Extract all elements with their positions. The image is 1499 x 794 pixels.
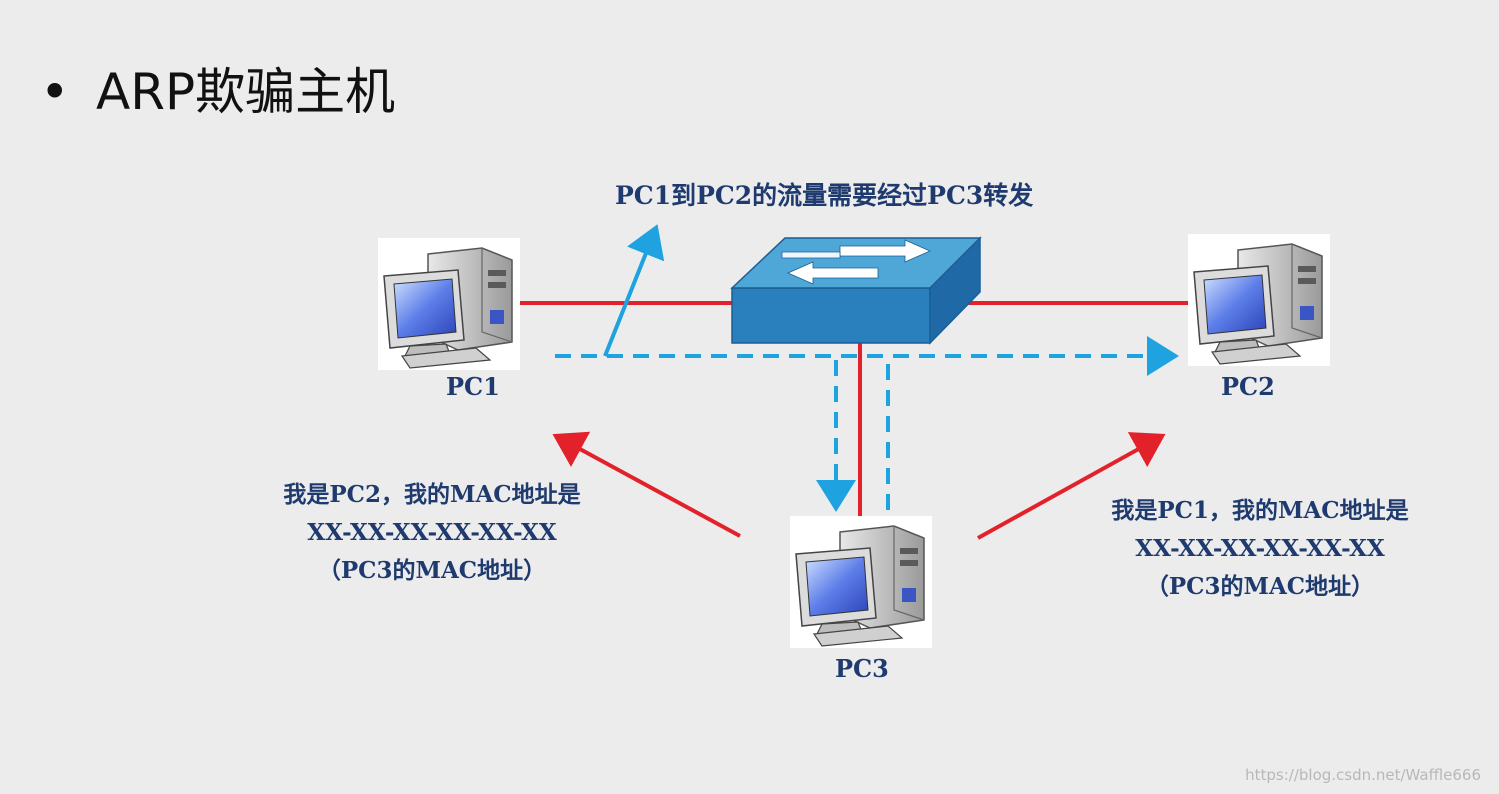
pc2-label: PC2 (1221, 372, 1275, 401)
spoof-arrow-to-pc1 (552, 431, 741, 538)
watermark: https://blog.csdn.net/Waffle666 (1245, 766, 1481, 784)
right-note-line2: XX-XX-XX-XX-XX-XX (1135, 535, 1385, 562)
spoof-arrow-to-pc2 (977, 432, 1166, 540)
right-note-line3: （PC3的MAC地址） (1145, 573, 1375, 600)
left-note-line1: 我是PC2，我的MAC地址是 (283, 481, 581, 508)
pc3-label: PC3 (835, 654, 889, 683)
left-spoof-note: 我是PC2，我的MAC地址是 XX-XX-XX-XX-XX-XX （PC3的MA… (222, 476, 642, 590)
title-text: ARP欺骗主机 (96, 63, 396, 121)
slide-title: • ARP欺骗主机 (40, 52, 395, 124)
right-note-line1: 我是PC1，我的MAC地址是 (1111, 497, 1409, 524)
pc1-icon (377, 237, 521, 371)
switch-icon (730, 236, 982, 345)
flow-caption: PC1到PC2的流量需要经过PC3转发 (615, 181, 1034, 210)
bullet-icon: • (40, 63, 70, 121)
pc1-label: PC1 (446, 372, 500, 401)
caption-pointer-arrow (603, 224, 665, 357)
pc2-icon (1187, 233, 1331, 367)
pc3-icon (789, 515, 933, 649)
left-note-line3: （PC3的MAC地址） (317, 557, 547, 584)
right-spoof-note: 我是PC1，我的MAC地址是 XX-XX-XX-XX-XX-XX （PC3的MA… (1050, 492, 1470, 606)
left-note-line2: XX-XX-XX-XX-XX-XX (307, 519, 557, 546)
